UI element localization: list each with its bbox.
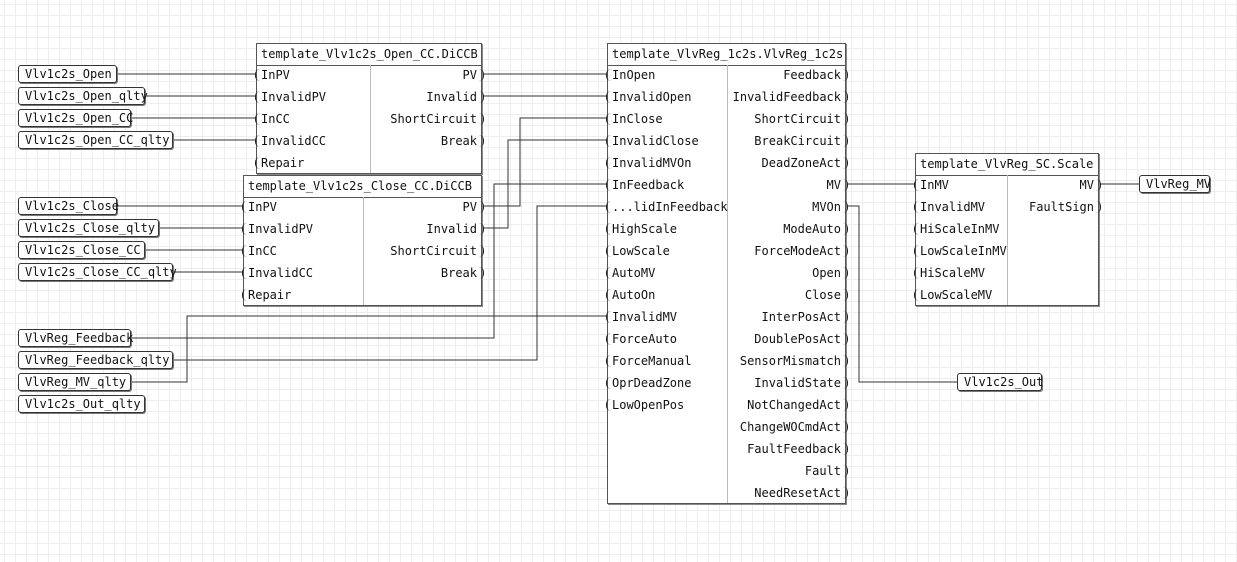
block-divider <box>727 65 728 503</box>
pin-in-inpv[interactable]: InPV <box>242 196 367 218</box>
pin-out-mv[interactable]: MV <box>1007 174 1101 196</box>
pin-out-doubleposact[interactable]: DoublePosAct <box>727 328 848 350</box>
pin-out-sensormismatch[interactable]: SensorMismatch <box>727 350 848 372</box>
pin-in-inclose[interactable]: InClose <box>606 108 731 130</box>
wire-mv-qlty-to-invalidmv <box>131 315 607 383</box>
pin-out-interposact[interactable]: InterPosAct <box>727 306 848 328</box>
pin-out-notchangedact[interactable]: NotChangedAct <box>727 394 848 416</box>
tag-vlv1c2s-out-qlty[interactable]: Vlv1c2s_Out_qlty <box>18 395 145 413</box>
tag-vlvreg-mv[interactable]: VlvReg_MV <box>1139 175 1211 193</box>
tag-vlv1c2s-open-cc[interactable]: Vlv1c2s_Open_CC <box>18 109 133 127</box>
block-title: template_VlvReg_SC.Scale <box>916 154 1098 176</box>
tag-vlv1c2s-close-cc[interactable]: Vlv1c2s_Close_CC <box>18 241 145 259</box>
pin-in-invalidmv[interactable]: InvalidMV <box>914 196 1011 218</box>
pin-in-lowscaleinmv[interactable]: LowScaleInMV <box>914 240 1011 262</box>
wire-close-invalid-to-invalidclose <box>482 139 607 229</box>
block-title: template_Vlv1c2s_Open_CC.DiCCB <box>257 44 481 66</box>
pin-in-infeedback[interactable]: InFeedback <box>606 174 731 196</box>
pin-in-lidinfeedback[interactable]: ...lidInFeedback <box>606 196 731 218</box>
pin-out-deadzoneact[interactable]: DeadZoneAct <box>727 152 848 174</box>
pin-in-highscale[interactable]: HighScale <box>606 218 731 240</box>
block-title: template_VlvReg_1c2s.VlvReg_1c2s <box>608 44 845 66</box>
pin-in-incc[interactable]: InCC <box>255 108 374 130</box>
tag-vlv1c2s-close[interactable]: Vlv1c2s_Close <box>18 197 119 215</box>
pin-out-invalidfeedback[interactable]: InvalidFeedback <box>727 86 848 108</box>
tag-vlv1c2s-close-qlty[interactable]: Vlv1c2s_Close_qlty <box>18 219 159 237</box>
pin-in-hiscaleinmv[interactable]: HiScaleInMV <box>914 218 1011 240</box>
pin-out-breakcircuit[interactable]: BreakCircuit <box>727 130 848 152</box>
tag-vlvreg-feedback-qlty[interactable]: VlvReg_Feedback_qlty <box>18 351 173 369</box>
pin-out-faultsign[interactable]: FaultSign <box>1007 196 1101 218</box>
tag-vlvreg-feedback[interactable]: VlvReg_Feedback <box>18 329 133 347</box>
pin-in-invalidcc[interactable]: InvalidCC <box>242 262 367 284</box>
pin-out-open[interactable]: Open <box>727 262 848 284</box>
tag-vlv1c2s-out[interactable]: Vlv1c2s_Out <box>957 373 1043 391</box>
pin-in-invalidmv[interactable]: InvalidMV <box>606 306 731 328</box>
pin-in-forceauto[interactable]: ForceAuto <box>606 328 731 350</box>
pin-in-hiscalemv[interactable]: HiScaleMV <box>914 262 1011 284</box>
tag-vlvreg-mv-qlty[interactable]: VlvReg_MV_qlty <box>18 373 131 391</box>
pin-in-inmv[interactable]: InMV <box>914 174 1011 196</box>
pin-out-pv[interactable]: PV <box>363 196 484 218</box>
pin-out-mvon[interactable]: MVOn <box>727 196 848 218</box>
pin-out-changewocmdact[interactable]: ChangeWOCmdAct <box>727 416 848 438</box>
pin-in-repair[interactable]: Repair <box>242 284 367 306</box>
pin-in-repair[interactable]: Repair <box>255 152 374 174</box>
block-divider <box>370 65 371 173</box>
pin-out-shortcircuit[interactable]: ShortCircuit <box>363 240 484 262</box>
pin-in-invalidmvon[interactable]: InvalidMVOn <box>606 152 731 174</box>
block-divider <box>363 197 364 305</box>
pin-out-close[interactable]: Close <box>727 284 848 306</box>
pin-out-feedback[interactable]: Feedback <box>727 64 848 86</box>
pin-in-forcemanual[interactable]: ForceManual <box>606 350 731 372</box>
pin-in-invalidopen[interactable]: InvalidOpen <box>606 86 731 108</box>
pin-out-break[interactable]: Break <box>363 262 484 284</box>
pin-out-mv[interactable]: MV <box>727 174 848 196</box>
pin-in-lowopenpos[interactable]: LowOpenPos <box>606 394 731 416</box>
pin-out-forcemodeact[interactable]: ForceModeAct <box>727 240 848 262</box>
pin-in-incc[interactable]: InCC <box>242 240 367 262</box>
pin-out-modeauto[interactable]: ModeAuto <box>727 218 848 240</box>
pin-in-invalidcc[interactable]: InvalidCC <box>255 130 374 152</box>
tag-vlv1c2s-open[interactable]: Vlv1c2s_Open <box>18 65 117 83</box>
pin-in-lowscale[interactable]: LowScale <box>606 240 731 262</box>
pin-out-invalid[interactable]: Invalid <box>370 86 484 108</box>
pin-out-invalidstate[interactable]: InvalidState <box>727 372 848 394</box>
pin-out-break[interactable]: Break <box>370 130 484 152</box>
pin-in-invalidpv[interactable]: InvalidPV <box>242 218 367 240</box>
pin-in-lowscalemv[interactable]: LowScaleMV <box>914 284 1011 306</box>
pin-out-fault[interactable]: Fault <box>727 460 848 482</box>
pin-out-faultfeedback[interactable]: FaultFeedback <box>727 438 848 460</box>
wire-close-pv-to-inclose <box>482 117 607 207</box>
pin-in-autoon[interactable]: AutoOn <box>606 284 731 306</box>
pin-in-inpv[interactable]: InPV <box>255 64 374 86</box>
pin-in-invalidpv[interactable]: InvalidPV <box>255 86 374 108</box>
pin-in-inopen[interactable]: InOpen <box>606 64 731 86</box>
pin-in-invalidclose[interactable]: InvalidClose <box>606 130 731 152</box>
pin-out-pv[interactable]: PV <box>370 64 484 86</box>
pin-in-oprdeadzone[interactable]: OprDeadZone <box>606 372 731 394</box>
tag-vlv1c2s-open-cc-qlty[interactable]: Vlv1c2s_Open_CC_qlty <box>18 131 173 149</box>
pin-out-invalid[interactable]: Invalid <box>363 218 484 240</box>
block-title: template_Vlv1c2s_Close_CC.DiCCB <box>244 176 481 198</box>
block-divider <box>1007 175 1008 305</box>
tag-vlv1c2s-close-cc-qlty[interactable]: Vlv1c2s_Close_CC_qlty <box>18 263 177 281</box>
pin-out-shortcircuit[interactable]: ShortCircuit <box>370 108 484 130</box>
tag-vlv1c2s-open-qlty[interactable]: Vlv1c2s_Open_qlty <box>18 87 148 105</box>
pin-in-automv[interactable]: AutoMV <box>606 262 731 284</box>
pin-out-shortcircuit[interactable]: ShortCircuit <box>727 108 848 130</box>
pin-out-needresetact[interactable]: NeedResetAct <box>727 482 848 504</box>
